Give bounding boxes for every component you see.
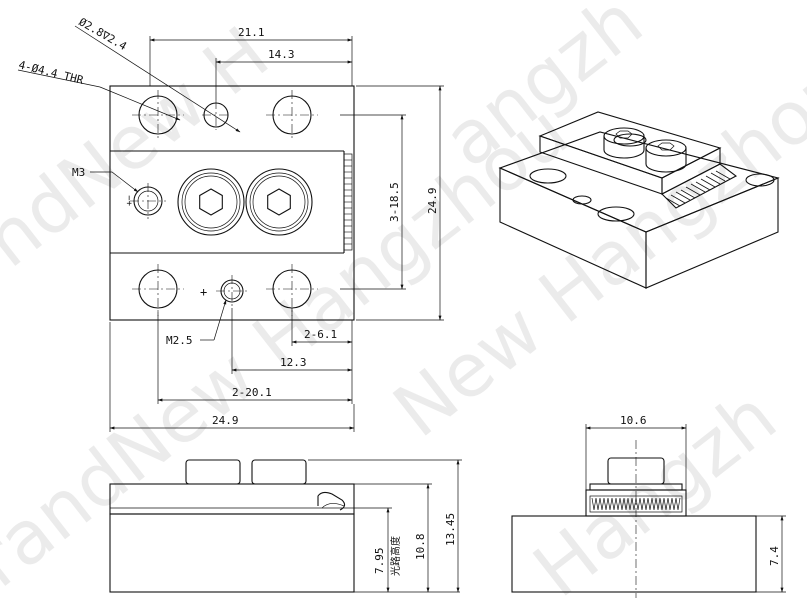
dim-width-top: 21.1 [238,26,265,39]
screw-right [245,168,313,236]
iso-screw-2 [645,139,687,173]
dim-top-width: 10.6 [620,414,647,427]
callout-m3: M3 [72,166,85,179]
top-view: + +− 21.1 14.3 Ø2.8∇2.4 [17,15,444,432]
front-screw-left [185,459,241,485]
callout-m25: M2.5 [166,334,193,347]
dim-base-height: 7.4 [768,546,781,566]
callout-thru-holes: 4-Ø4.4 THR [17,58,85,87]
optical-height-note: 光路高度 [389,536,402,576]
dim-hole-offset-bottom: 12.3 [280,356,307,369]
front-connector-clip [317,491,346,511]
iso-screw-1 [603,127,645,159]
dim-height-total: 13.45 [444,513,457,546]
dim-width-bottom: 24.9 [212,414,239,427]
svg-text:+: + [200,285,207,299]
front-view: 7.95 光路高度 10.8 13.45 [109,459,462,593]
svg-text:+−: +− [125,195,135,206]
screw-left [177,168,245,236]
iso-base-right [645,177,779,289]
watermark-text: Hangzh [518,374,792,601]
side-view: 10.6 7.4 [511,414,786,598]
center-lines [130,90,318,316]
connector-fin-lines [344,159,352,245]
iso-connector-fins [665,170,731,207]
front-base [109,513,355,593]
dim-optical-height: 7.95 [373,548,386,575]
callout-counterbore: Ø2.8∇2.4 [77,15,130,53]
dim-vert-pitch: 3-18.5 [388,182,401,222]
front-screw-right [251,459,307,485]
isometric-view [498,111,780,289]
dim-hole-pitch-right: 2-6.1 [304,328,337,341]
dim-height-overall: 24.9 [426,188,439,215]
watermark-text: ndNew H [0,11,285,285]
dim-hole-offset-top: 14.3 [268,48,295,61]
dim-height-mid: 10.8 [414,534,427,561]
dim-hole-pitch-bottom: 2-20.1 [232,386,272,399]
